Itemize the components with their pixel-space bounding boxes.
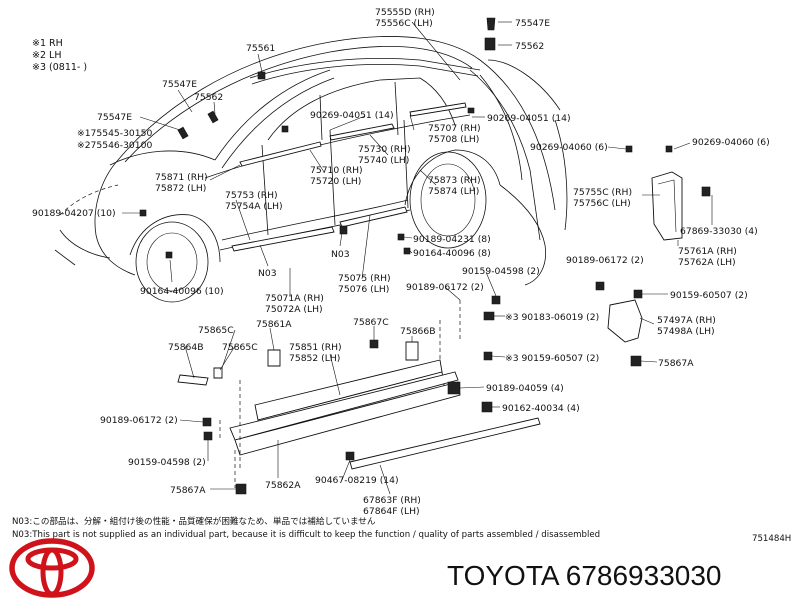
label-90159-04598-b: 90159-04598 (2) [128, 457, 206, 468]
label-75556C: 75556C (LH) [375, 18, 433, 29]
label-75707: 75707 (RH) [428, 123, 481, 134]
label-90269-04060-b: 90269-04060 (6) [692, 137, 770, 148]
label-67869-33030: 67869-33030 (4) [680, 226, 758, 237]
label-75871: 75871 (RH) [155, 172, 208, 183]
label-90183-06019: ※3 90183-06019 (2) [505, 312, 599, 323]
label-90162-40034: 90162-40034 (4) [502, 403, 580, 414]
car-clips [139, 17, 711, 259]
label-90189-04059: 90189-04059 (4) [486, 383, 564, 394]
label-90189-06172-r: 90189-06172 (2) [566, 255, 644, 266]
label-75072A: 75072A (LH) [265, 304, 323, 315]
label-90269-04051-b: 90269-04051 (14) [487, 113, 571, 124]
label-75867C: 75867C [353, 317, 389, 328]
door-side-moldings [231, 102, 467, 252]
label-67864F: 67864F (LH) [363, 506, 420, 517]
diagram-code: 751484H [752, 534, 791, 544]
label-57498A: 57498A (LH) [657, 326, 715, 337]
label-75545: ※175545-30150 [77, 128, 152, 139]
label-57497A: 57497A (RH) [657, 315, 716, 326]
part-labels: 75555D (RH) 75556C (LH) 75547E 75562 755… [32, 7, 770, 517]
footer-brand-part: TOYOTA 6786933030 [447, 560, 722, 591]
label-75864B: 75864B [168, 342, 204, 353]
label-90189-04207: 90189-04207 (10) [32, 208, 116, 219]
label-67863F: 67863F (RH) [363, 495, 421, 506]
label-75076: 75076 (LH) [338, 284, 389, 295]
label-75547E-left: 75547E [162, 79, 197, 90]
label-75708: 75708 (LH) [428, 134, 479, 145]
note-japanese: N03:この部品は、分解・組付け後の性能・品質確保が困難なため、単品では補給して… [12, 515, 376, 527]
label-75872: 75872 (LH) [155, 183, 206, 194]
label-90159-04598-a: 90159-04598 (2) [462, 266, 540, 277]
label-75753: 75753 (RH) [225, 190, 278, 201]
footnotes: N03:この部品は、分解・組付け後の性能・品質確保が困難なため、単品では補給して… [12, 515, 791, 544]
label-75562-left: 75562 [194, 92, 223, 103]
label-75867A-right: 75867A [658, 358, 694, 369]
label-75861A: 75861A [256, 319, 292, 330]
label-90189-04231: 90189-04231 (8) [413, 234, 491, 245]
label-75740: 75740 (LH) [358, 155, 409, 166]
label-75075: 75075 (RH) [338, 273, 391, 284]
label-75874: 75874 (LH) [428, 186, 479, 197]
label-75851: 75851 (RH) [289, 342, 342, 353]
label-75865C-a: 75865C [198, 325, 234, 336]
leader-lines [122, 21, 713, 495]
label-90164-40096-10: 90164-40096 (10) [140, 286, 224, 297]
label-75561: 75561 [246, 43, 275, 54]
label-75866B: 75866B [400, 326, 436, 337]
legend-line-2: ※2 LH [32, 50, 61, 61]
label-90189-06172-b: 90189-06172 (2) [100, 415, 178, 426]
label-75867A-bottom: 75867A [170, 485, 206, 496]
label-75756C: 75756C (LH) [573, 198, 631, 209]
label-75762A: 75762A (LH) [678, 257, 736, 268]
car-body-outline [54, 36, 568, 303]
label-N03-b: N03 [331, 249, 350, 260]
label-90189-06172-a: 90189-06172 (2) [406, 282, 484, 293]
rocker-molding-assembly [177, 281, 643, 495]
label-75547E-top: 75547E [515, 18, 550, 29]
label-75755C: 75755C (RH) [573, 187, 632, 198]
label-75071A: 75071A (RH) [265, 293, 324, 304]
label-90269-04060-a: 90269-04060 (6) [530, 142, 608, 153]
label-90164-40096-a: 90164-40096 (8) [413, 248, 491, 259]
label-90159-60507-a: 90159-60507 (2) [670, 290, 748, 301]
label-75865C-b: 75865C [222, 342, 258, 353]
label-75546: ※275546-30100 [77, 140, 152, 151]
label-75852: 75852 (LH) [289, 353, 340, 364]
label-N03-a: N03 [258, 268, 277, 279]
label-75730: 75730 (RH) [358, 144, 411, 155]
label-75761A: 75761A (RH) [678, 246, 737, 257]
label-75754A: 75754A (LH) [225, 201, 283, 212]
label-90467-08219: 90467-08219 (14) [315, 475, 399, 486]
legend: ※1 RH ※2 LH ※3 (0811- ) [32, 38, 87, 73]
label-75562-top: 75562 [515, 41, 544, 52]
legend-line-3: ※3 (0811- ) [32, 62, 87, 73]
label-75720: 75720 (LH) [310, 176, 361, 187]
label-90269-04051-a: 90269-04051 (14) [310, 110, 394, 121]
label-90159-60507-b: ※3 90159-60507 (2) [505, 353, 599, 364]
label-75862A: 75862A [265, 480, 301, 491]
legend-line-1: ※1 RH [32, 38, 63, 49]
label-75873: 75873 (RH) [428, 175, 481, 186]
label-75547E-b: 75547E [97, 112, 132, 123]
label-75710: 75710 (RH) [310, 165, 363, 176]
toyota-logo [9, 538, 95, 598]
quarter-trim-75761A [651, 171, 683, 241]
note-english: N03:This part is not supplied as an indi… [12, 530, 600, 540]
label-75555D: 75555D (RH) [375, 7, 435, 18]
